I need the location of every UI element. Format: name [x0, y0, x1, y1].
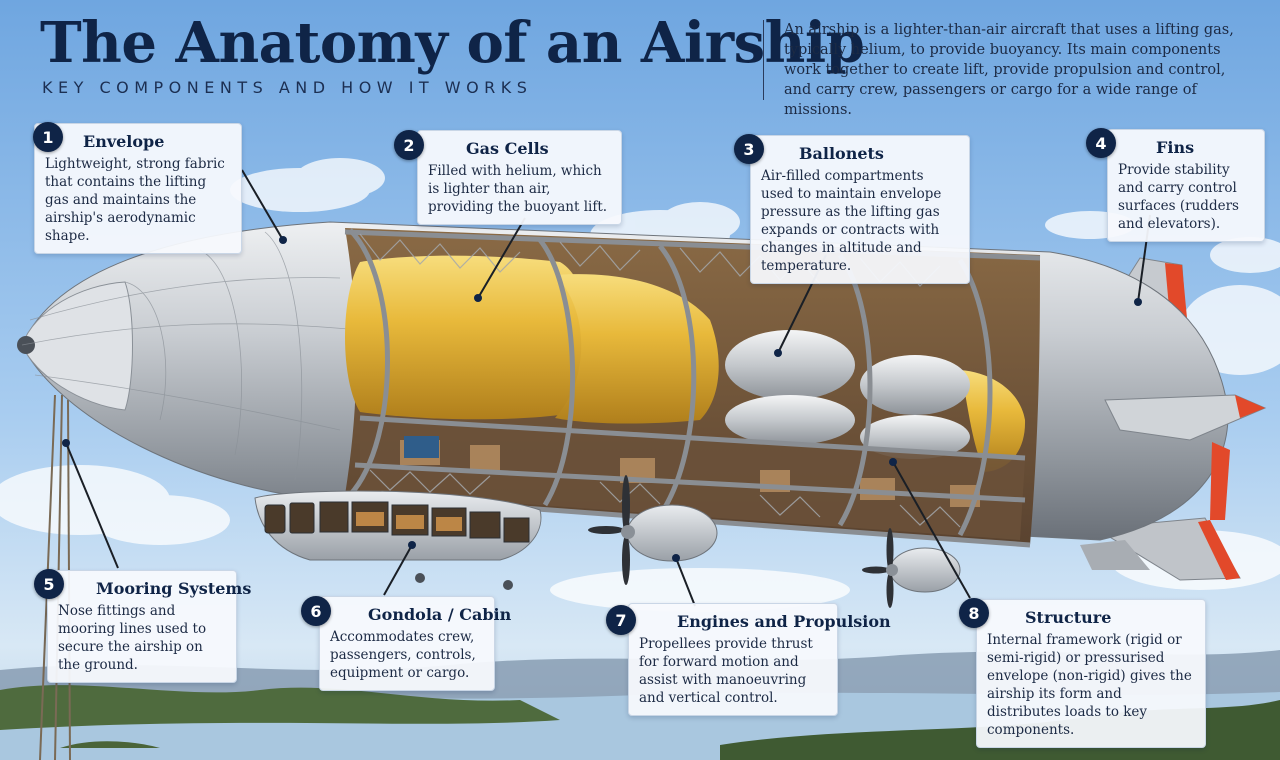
callout-title: Ballonets: [799, 144, 884, 163]
gas-cell-1: [345, 255, 590, 420]
propeller-2: [862, 528, 898, 608]
callout-description: Filled with helium, which is lighter tha…: [428, 163, 608, 215]
lower-fin: [1080, 540, 1150, 570]
envelope-seams: [21, 231, 361, 481]
page-title: The Anatomy of an Airship: [40, 10, 865, 76]
number-badge: 6: [301, 596, 331, 626]
number-badge: 7: [606, 605, 636, 635]
side-fin: [1104, 394, 1267, 441]
propeller-1: [588, 475, 635, 585]
nose-cone: [21, 281, 133, 411]
forest-island: [60, 741, 160, 748]
number-badge: 1: [33, 122, 63, 152]
number-badge: 3: [734, 134, 764, 164]
intro-paragraph: An airship is a lighter-than-air aircraf…: [784, 22, 1234, 118]
leader-dots: [62, 236, 1142, 562]
callout-description: Nose fittings and mooring lines used to …: [58, 603, 207, 673]
callout-title: Envelope: [83, 132, 165, 151]
callout-description: Propellees provide thrust for forward mo…: [639, 636, 813, 706]
callout-title: Fins: [1156, 138, 1195, 157]
callout-title: Engines and Propulsion: [677, 612, 891, 631]
callout-description: Internal framework (rigid or semi-rigid)…: [987, 632, 1192, 738]
callout-gondola-cabin: Gondola / Cabin Accommodates crew, passe…: [319, 596, 512, 691]
callout-mooring-systems: Mooring Systems Nose fittings and moorin…: [47, 570, 252, 683]
number-badge: 4: [1086, 128, 1116, 158]
page-subtitle: KEY COMPONENTS AND HOW IT WORKS: [42, 78, 533, 97]
gondola-window-glow: [356, 512, 462, 531]
forest-left: [0, 685, 560, 730]
callout-description: Air-filled compartments used to maintain…: [761, 168, 942, 274]
callout-fins: Fins Provide stability and carry control…: [1107, 129, 1265, 242]
number-badge: 8: [959, 598, 989, 628]
number-badge: 5: [34, 569, 64, 599]
side-fin-elevator: [1235, 395, 1265, 418]
callout-title: Mooring Systems: [96, 579, 252, 598]
gas-cell-2: [555, 274, 719, 424]
number-badge: 2: [394, 130, 424, 160]
deck-console: [404, 436, 439, 458]
callout-ballonets: Ballonets Air-filled compartments used t…: [750, 135, 970, 284]
callout-title: Structure: [1025, 608, 1112, 627]
callout-engines-propulsion: Engines and Propulsion Propellees provid…: [628, 603, 891, 716]
tail-accent: [1210, 442, 1230, 520]
callout-structure: Structure Internal framework (rigid or s…: [976, 599, 1206, 748]
callout-description: Provide stability and carry control surf…: [1118, 162, 1239, 232]
bottom-fin-rudder: [1198, 520, 1240, 580]
callout-gas-cells: Gas Cells Filled with helium, which is l…: [417, 130, 622, 225]
callout-title: Gas Cells: [466, 139, 549, 158]
header-divider: [763, 20, 764, 100]
callout-title: Gondola / Cabin: [368, 605, 512, 624]
callout-envelope: Envelope Lightweight, strong fabric that…: [34, 123, 242, 254]
engine-pod-2: [889, 547, 961, 593]
callout-description: Accommodates crew, passengers, controls,…: [330, 629, 476, 681]
gas-cell-3: [960, 370, 1026, 472]
landing-gear: [415, 573, 513, 590]
callout-description: Lightweight, strong fabric that contains…: [45, 156, 225, 244]
engine-pod-1: [626, 504, 718, 562]
nose-fitting: [17, 336, 35, 354]
